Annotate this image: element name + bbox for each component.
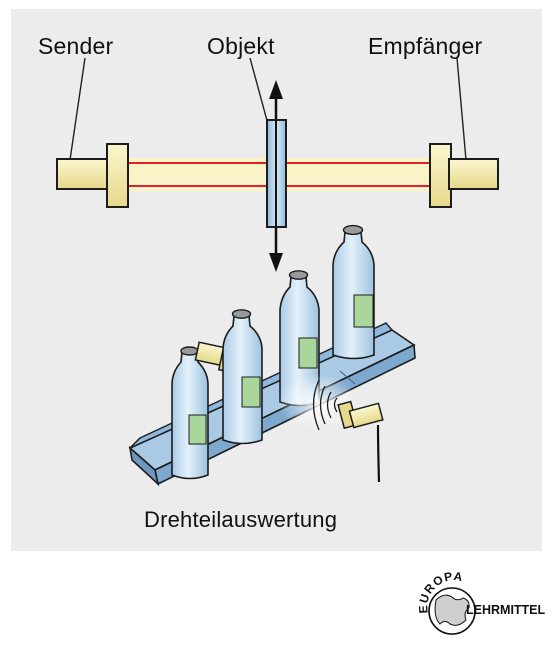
europa-lehrmittel-logo: EUROPA LEHRMITTEL	[414, 563, 546, 643]
bottle-3	[279, 270, 320, 407]
objekt-label: Objekt	[207, 33, 275, 59]
sender-leader-line	[69, 57, 86, 161]
sender-device	[56, 143, 129, 208]
caption-label: Drehteilauswertung	[144, 507, 338, 532]
empfaenger-leader-line	[456, 57, 467, 161]
sender-label: Sender	[38, 33, 114, 59]
logo-word-top: EUROPA	[416, 569, 463, 614]
empfaenger-label: Empfänger	[368, 33, 483, 59]
bottle-2	[222, 309, 263, 445]
signal-waves	[278, 374, 358, 431]
logo-word-bottom: LEHRMITTEL	[466, 603, 546, 617]
bottle-4	[332, 224, 375, 360]
svg-text:EUROPA: EUROPA	[416, 569, 464, 614]
moving-object	[266, 80, 287, 272]
proximity-sensor-right	[337, 400, 384, 483]
receiver-device	[429, 143, 499, 208]
europa-lehrmittel-logo-graphic	[428, 587, 476, 635]
bottle-1	[171, 346, 209, 480]
